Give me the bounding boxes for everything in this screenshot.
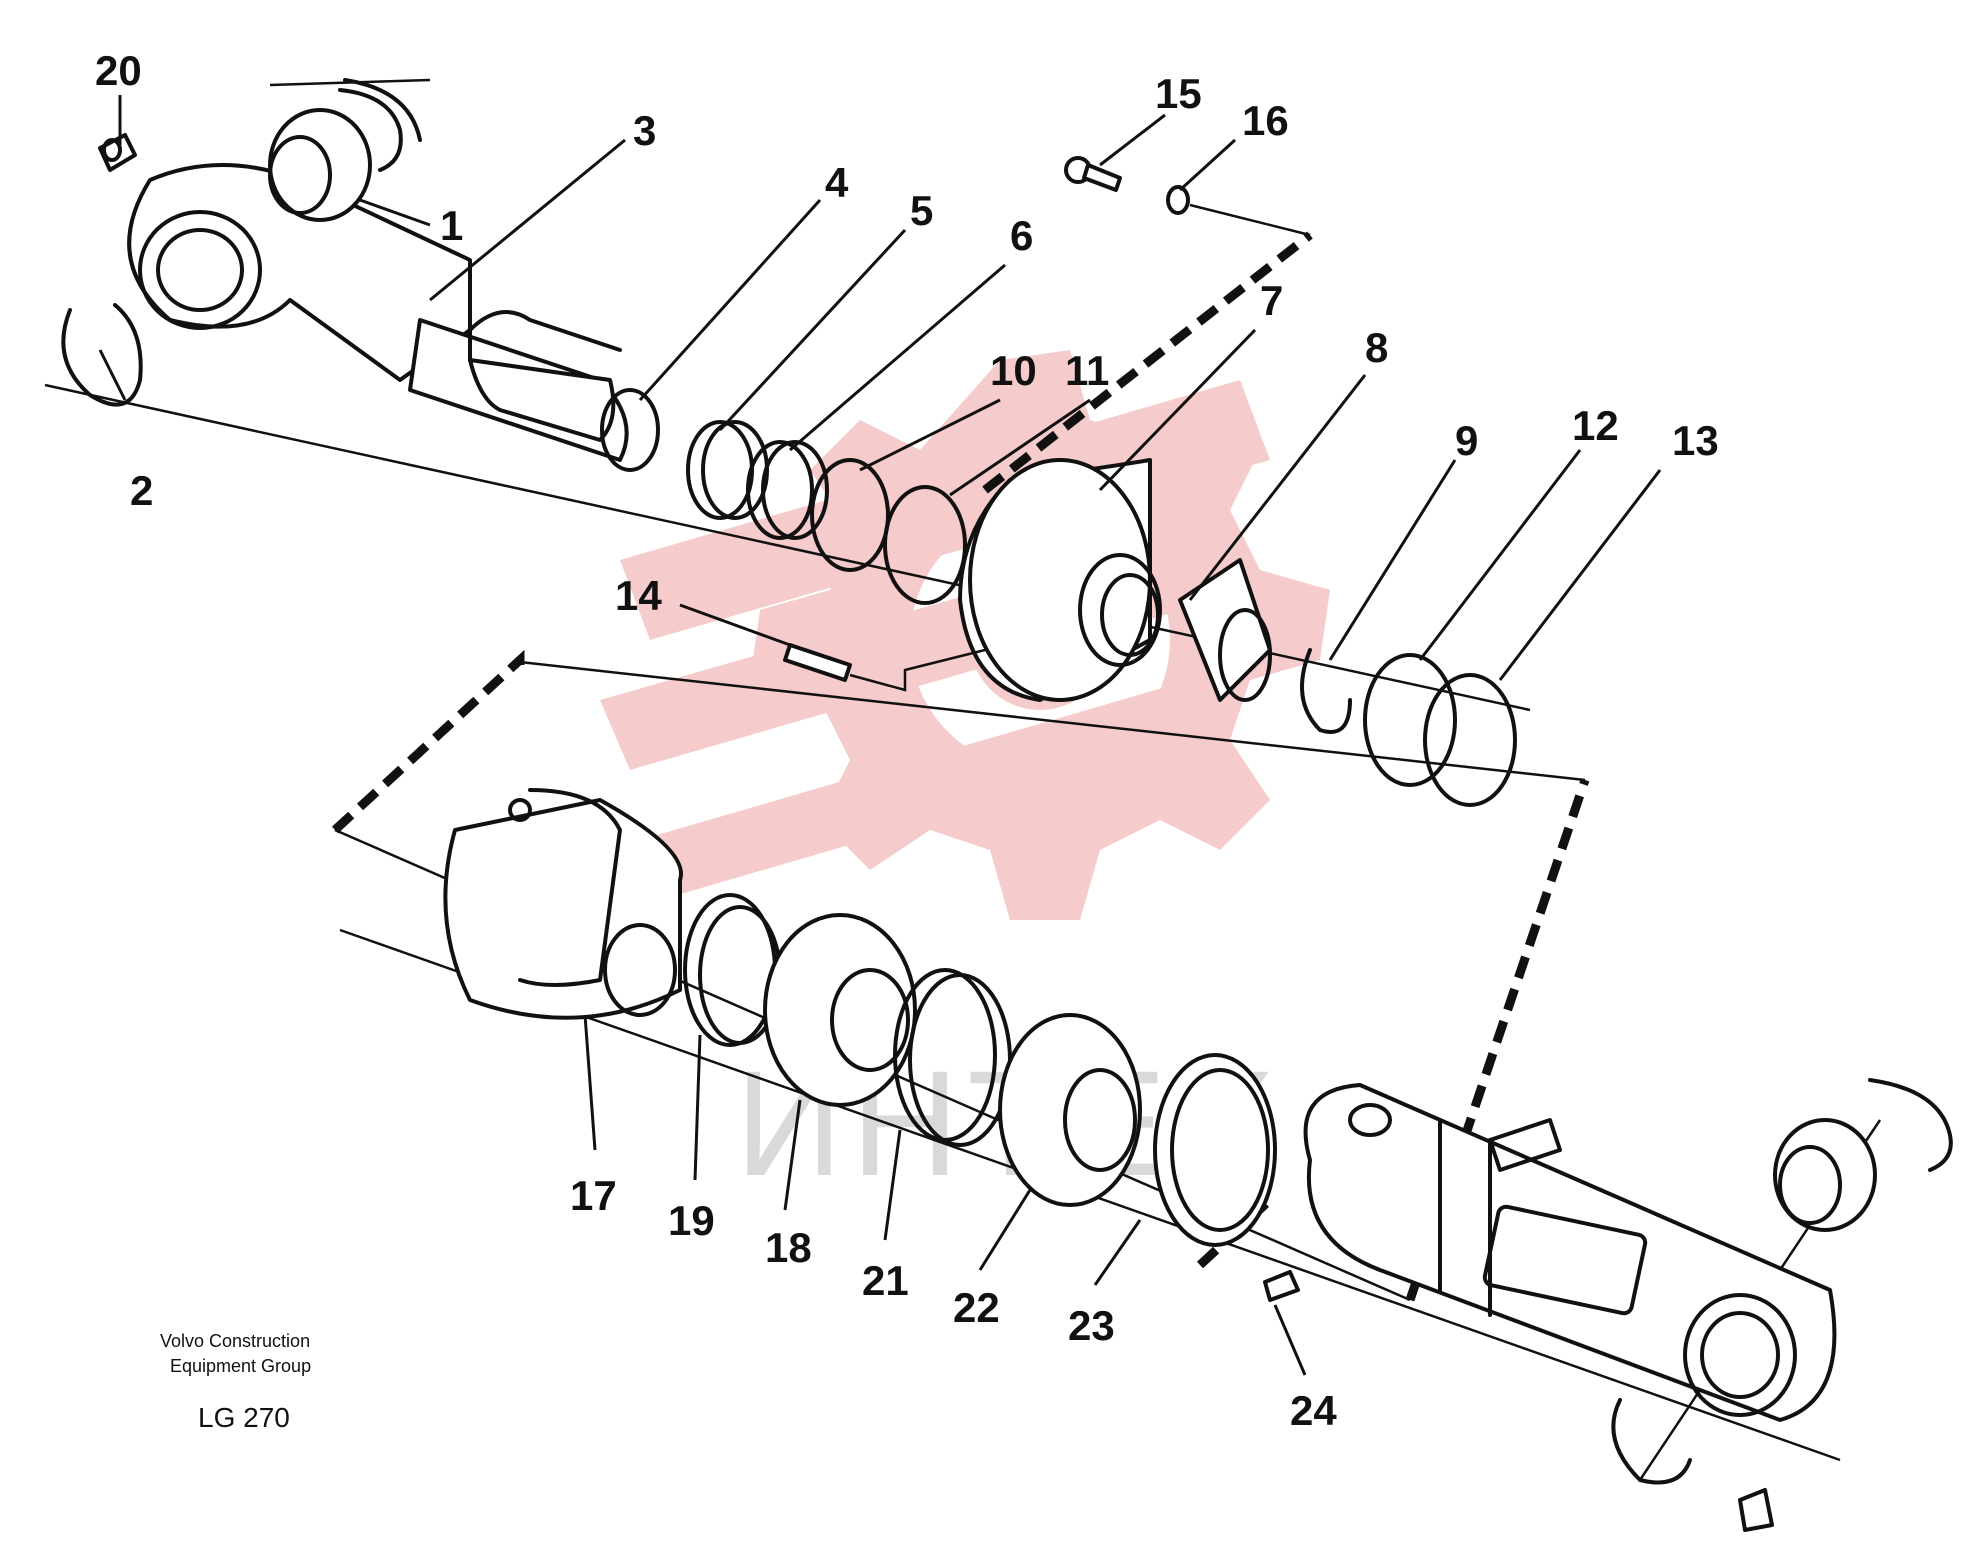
callout-3: 3	[633, 107, 656, 154]
callout-20: 20	[95, 47, 142, 94]
callout-15: 15	[1155, 70, 1202, 117]
callout-labels: 1 2 3 4 5 6 7 8 9 10 11 12 13 14 15 16 1…	[95, 47, 1719, 1434]
lower-assembly	[339, 788, 1953, 1532]
leader-lines	[98, 95, 1662, 1376]
callout-5: 5	[910, 187, 933, 234]
callout-7: 7	[1260, 277, 1283, 324]
caption-line-2: Equipment Group	[170, 1356, 311, 1376]
callout-8: 8	[1365, 324, 1388, 371]
callout-16: 16	[1242, 97, 1289, 144]
callout-23: 23	[1068, 1302, 1115, 1349]
callout-14: 14	[615, 572, 662, 619]
callout-18: 18	[765, 1224, 812, 1271]
callout-10: 10	[990, 347, 1037, 394]
upper-assembly	[44, 78, 1531, 807]
callout-11: 11	[1065, 347, 1109, 394]
callout-1: 1	[440, 202, 463, 249]
callout-4: 4	[825, 159, 849, 206]
callout-2: 2	[130, 467, 153, 514]
caption-line-1: Volvo Construction	[160, 1331, 310, 1351]
callout-19: 19	[668, 1197, 715, 1244]
drawing-code: LG 270	[198, 1402, 290, 1433]
callout-24: 24	[1290, 1387, 1337, 1434]
callout-9: 9	[1455, 417, 1478, 464]
callout-6: 6	[1010, 212, 1033, 259]
callout-22: 22	[953, 1284, 1000, 1331]
callout-13: 13	[1672, 417, 1719, 464]
callout-21: 21	[862, 1257, 909, 1304]
callout-12: 12	[1572, 402, 1619, 449]
callout-17: 17	[570, 1172, 617, 1219]
